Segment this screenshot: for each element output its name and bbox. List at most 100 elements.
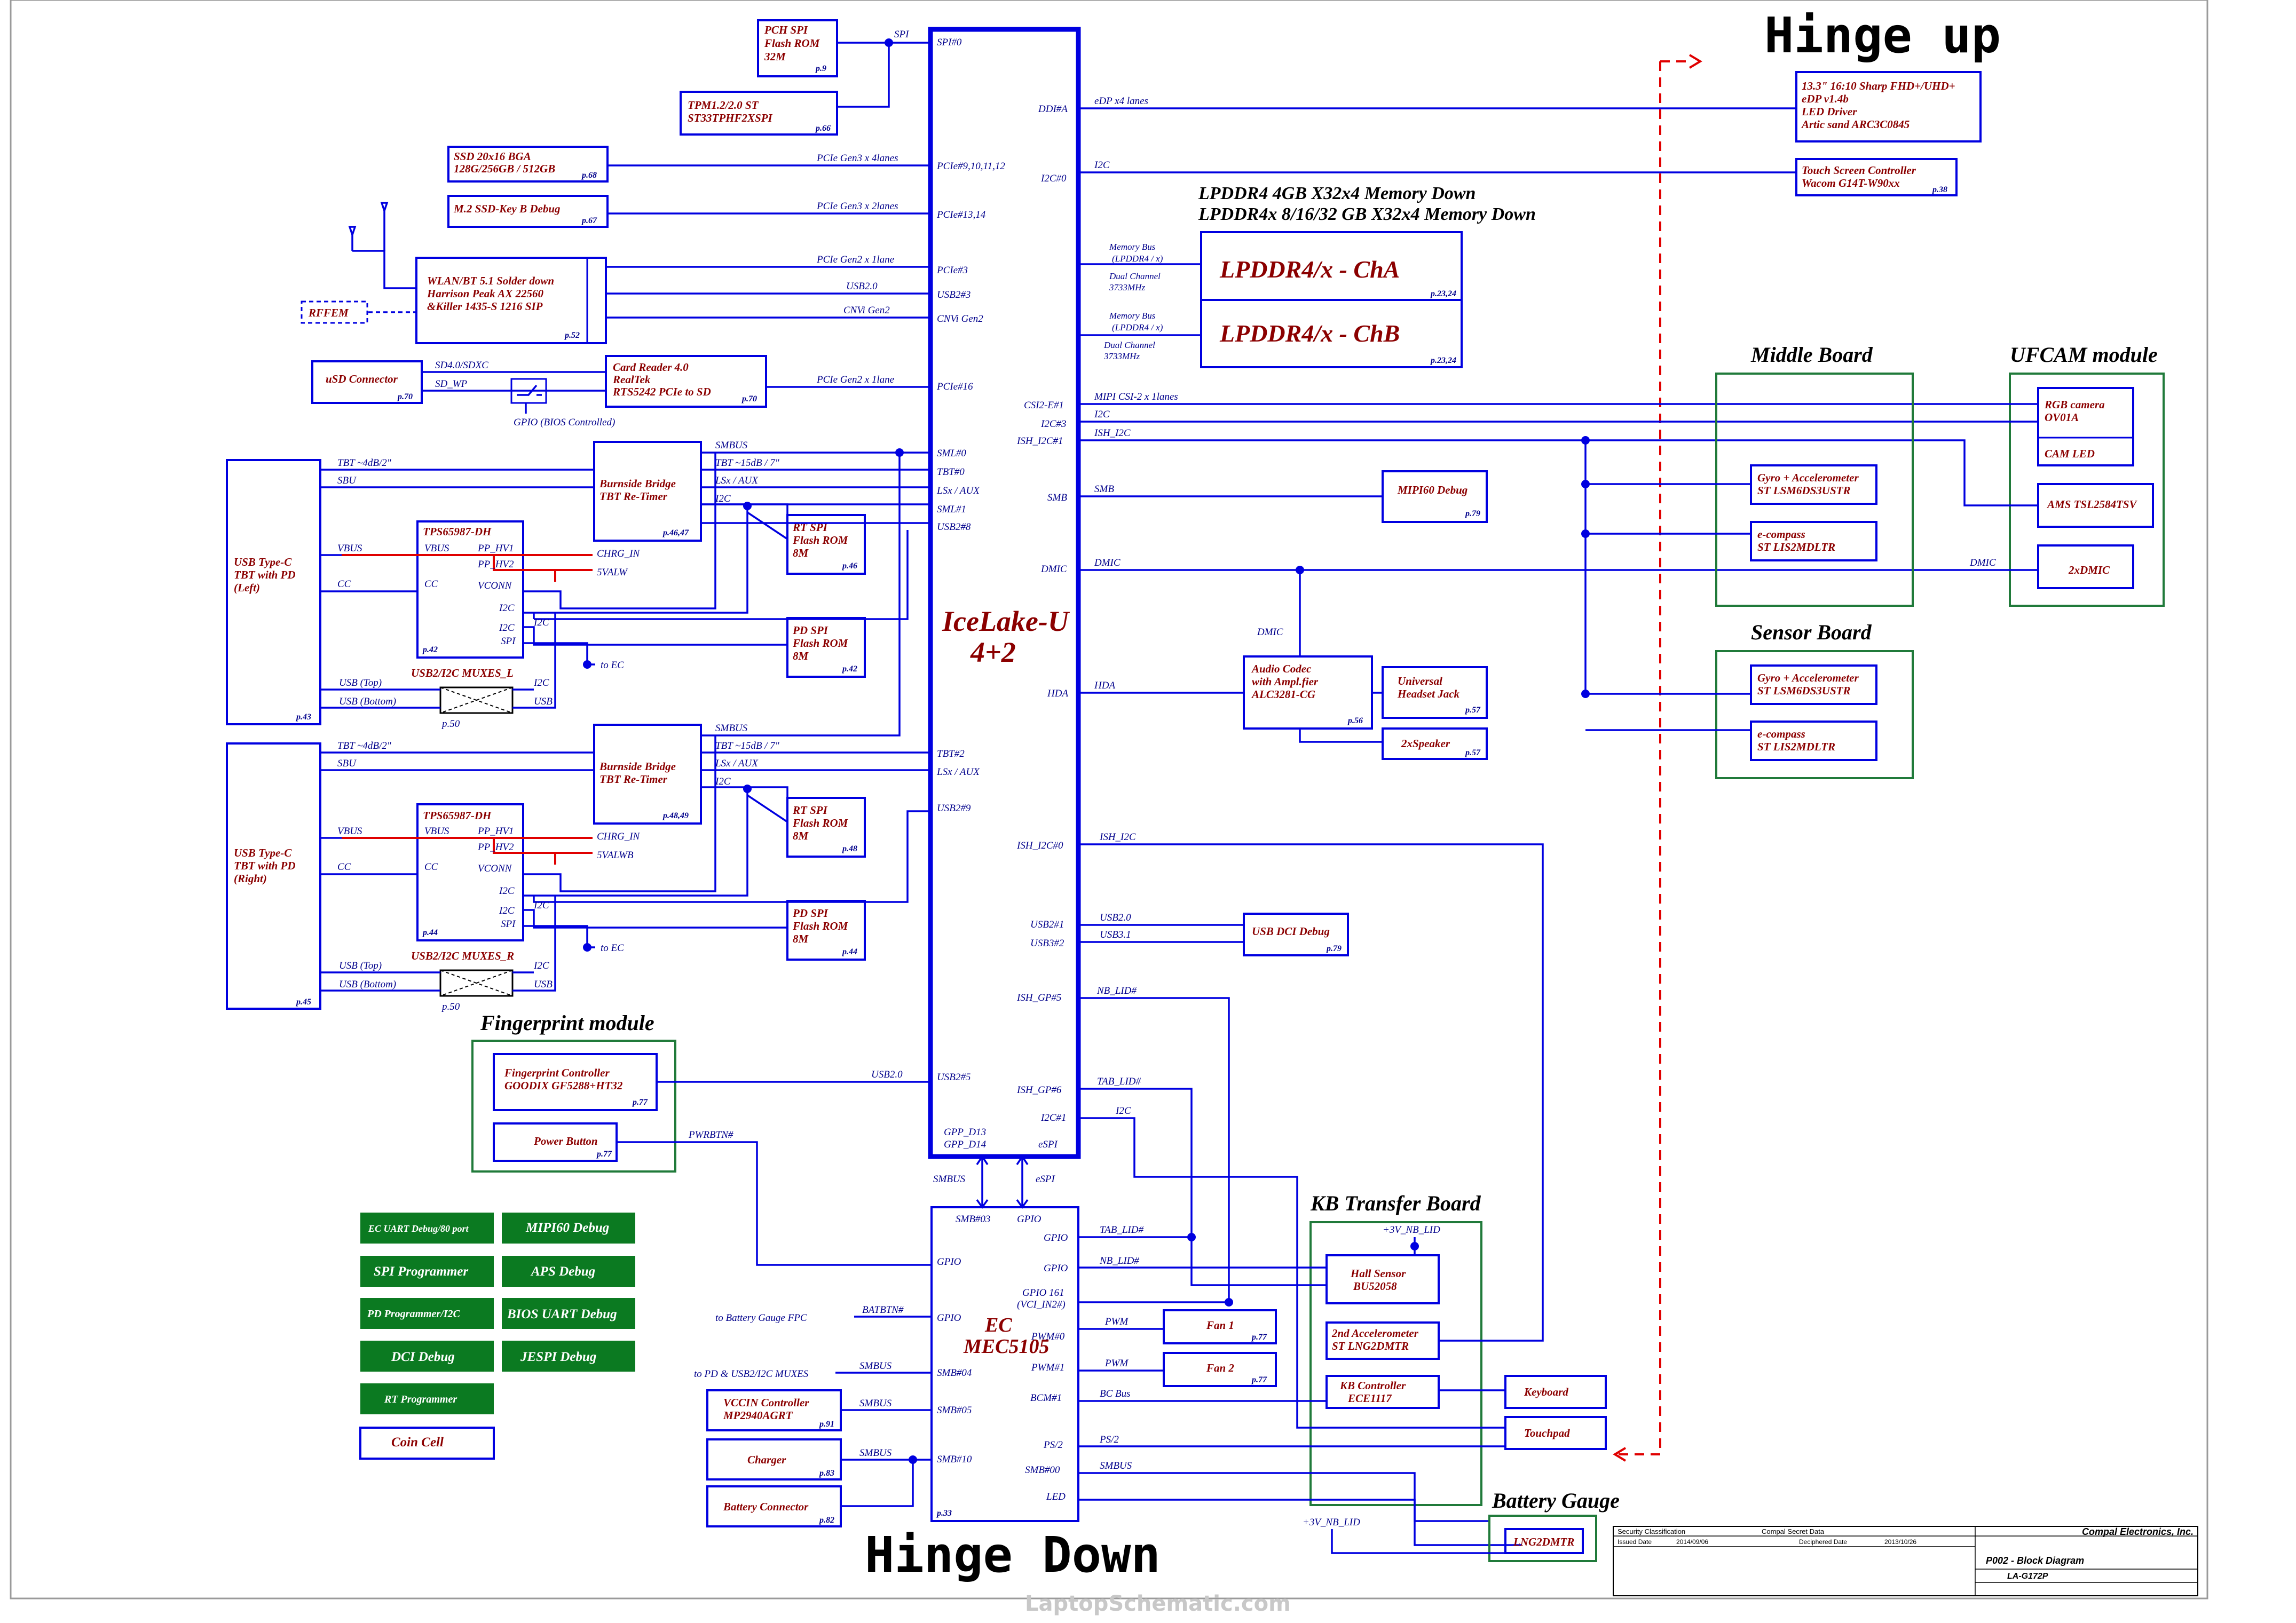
svg-text:p.82: p.82 — [818, 1516, 834, 1525]
debug-button-pd-programmer[interactable]: PD Programmer/I2C — [360, 1298, 494, 1329]
watermark: LaptopSchematic.com — [1025, 1592, 1291, 1616]
svg-text:VBUS: VBUS — [424, 826, 449, 837]
svg-text:USB: USB — [534, 979, 553, 990]
sig-smbus-chg: SMBUS — [859, 1447, 892, 1459]
debug-button-ec-uart[interactable]: EC UART Debug/80 port — [360, 1213, 494, 1244]
pin-usb2-1: USB2#1 — [1030, 919, 1064, 930]
svg-text:p.23,24: p.23,24 — [1430, 289, 1456, 298]
svg-text:TBT ~15dB / 7": TBT ~15dB / 7" — [715, 740, 780, 751]
svg-text:(Left): (Left) — [234, 581, 260, 594]
svg-text:CC: CC — [337, 579, 351, 590]
debug-button-jespi[interactable]: JESPI Debug — [502, 1341, 635, 1372]
svg-text:p.77: p.77 — [632, 1098, 648, 1107]
svg-text:SSD 20x16 BGA: SSD 20x16 BGA — [454, 150, 531, 163]
kb-controller-block: KB Controller ECE1117 — [1325, 1375, 1440, 1409]
pin-pcie3: PCIe#3 — [936, 265, 968, 276]
touchpad-block: Touchpad — [1504, 1416, 1607, 1450]
sig-ec-smbus: SMBUS — [933, 1174, 966, 1185]
tps-right-vbus-cc — [320, 837, 417, 875]
svg-text:USB Type-C: USB Type-C — [234, 846, 292, 859]
svg-text:I2C: I2C — [499, 905, 515, 916]
mipi60-debug-block: MIPI60 Debug p.79 — [1382, 470, 1488, 523]
tps-left-vbus-cc — [320, 554, 417, 592]
gpio-bios-label: GPIO (BIOS Controlled) — [514, 417, 615, 428]
svg-text:USB DCI Debug: USB DCI Debug — [1252, 925, 1330, 938]
svg-text:CAM LED: CAM LED — [2045, 447, 2095, 460]
sig-i2c-cam: I2C — [1094, 409, 1110, 420]
mux-left-wires — [320, 613, 556, 709]
pin-usb2-8: USB2#8 — [937, 521, 971, 533]
svg-text:ECE1117: ECE1117 — [1347, 1392, 1392, 1405]
sig-tab-lid: TAB_LID# — [1097, 1076, 1141, 1087]
typec-left-block: USB Type-C TBT with PD (Left) p.43 — [226, 459, 321, 725]
svg-text:PP_HV2: PP_HV2 — [477, 559, 514, 570]
to-pd-mux: to PD & USB2/I2C MUXES — [694, 1368, 809, 1380]
svg-text:Fan 2: Fan 2 — [1206, 1361, 1234, 1374]
svg-text:APS Debug: APS Debug — [530, 1264, 595, 1279]
sensor-gyro-block: Gyro + Accelerometer ST LSM6DS3USTR — [1750, 664, 1877, 705]
touch-controller-block: Touch Screen Controller Wacom G14T-W90xx… — [1795, 158, 1958, 196]
svg-text:e-compass: e-compass — [1757, 727, 1805, 740]
sig-sdxc: SD4.0/SDXC — [435, 360, 488, 371]
svg-text:2013/10/26: 2013/10/26 — [1884, 1538, 1916, 1546]
debug-button-bios-uart[interactable]: BIOS UART Debug — [502, 1298, 635, 1329]
svg-text:GPIO: GPIO — [1044, 1263, 1068, 1274]
pin-csi2: CSI2-E#1 — [1024, 400, 1064, 411]
sig-pcie-gen3x4: PCIe Gen3 x 4lanes — [816, 153, 898, 164]
soc-block — [928, 27, 1081, 1159]
debug-button-dci[interactable]: DCI Debug — [360, 1341, 494, 1372]
pin-gpp-d14: GPP_D14 — [944, 1139, 987, 1150]
sig-batbtn: BATBTN# — [862, 1304, 904, 1316]
cardreader-block: Card Reader 4.0 RealTek RTS5242 PCIe to … — [605, 355, 767, 408]
svg-text:GPIO: GPIO — [937, 1256, 961, 1268]
soc-ec-links — [981, 1157, 1023, 1207]
sig-cnvi: CNVi Gen2 — [843, 305, 890, 316]
svg-text:8M: 8M — [793, 650, 809, 662]
pin-usb3-2: USB3#2 — [1030, 938, 1064, 949]
svg-text:USB: USB — [534, 696, 553, 707]
debug-button-spi-programmer[interactable]: SPI Programmer — [360, 1256, 494, 1287]
sig-usb2-wlan: USB2.0 — [846, 281, 878, 292]
svg-text:p.44: p.44 — [422, 928, 438, 937]
debug-button-aps[interactable]: APS Debug — [502, 1256, 635, 1287]
junction-s1 — [1581, 436, 1590, 445]
display-block: 13.3" 16:10 Sharp FHD+/UHD+ eDP v1.4b LE… — [1795, 71, 1982, 142]
sig-pcie-gen2-wlan: PCIe Gen2 x 1lane — [816, 254, 894, 265]
svg-text:SPI: SPI — [501, 919, 516, 930]
svg-text:TPS65987-DH: TPS65987-DH — [423, 525, 492, 538]
svg-text:I2C: I2C — [499, 885, 515, 897]
svg-text:MIPI60 Debug: MIPI60 Debug — [1397, 484, 1467, 496]
memory-cha: LPDDR4/x - ChA — [1219, 256, 1400, 283]
debug-button-mipi60[interactable]: MIPI60 Debug — [502, 1213, 635, 1244]
sig-bcbus: BC Bus — [1100, 1388, 1131, 1399]
svg-text:USB (Top): USB (Top) — [339, 677, 382, 688]
display-wires — [1078, 107, 1796, 173]
svg-text:ST LIS2MDLTR: ST LIS2MDLTR — [1757, 740, 1835, 753]
svg-text:Flash ROM: Flash ROM — [792, 817, 849, 829]
svg-text:RTS5242 PCIe to SD: RTS5242 PCIe to SD — [612, 385, 711, 398]
svg-text:p.48: p.48 — [841, 844, 857, 853]
svg-text:5VALW: 5VALW — [597, 567, 628, 578]
middle-gyro-block: Gyro + Accelerometer ST LSM6DS3USTR — [1750, 464, 1877, 505]
svg-text:p.23,24: p.23,24 — [1430, 356, 1456, 365]
svg-text:p.77: p.77 — [1251, 1333, 1267, 1342]
spi-junction — [885, 38, 893, 47]
sig-pwm2: PWM — [1104, 1358, 1129, 1369]
svg-text:AMS TSL2584TSV: AMS TSL2584TSV — [2046, 498, 2137, 511]
sig-tab-lid-ec: TAB_LID# — [1100, 1224, 1143, 1236]
svg-text:CC: CC — [424, 579, 438, 590]
svg-text:p.52: p.52 — [564, 331, 580, 340]
svg-text:TBT ~4dB/2": TBT ~4dB/2" — [337, 457, 392, 469]
svg-text:p.68: p.68 — [581, 171, 597, 180]
svg-text:GPIO: GPIO — [1044, 1232, 1068, 1244]
sheet-border — [10, 0, 2208, 1600]
pin-ddia: DDI#A — [1038, 104, 1068, 115]
debug-button-rt-programmer[interactable]: RT Programmer — [360, 1383, 494, 1414]
svg-text:Touch Screen Controller: Touch Screen Controller — [1802, 164, 1916, 177]
burnside-left-block: Burnside Bridge TBT Re-Timer p.46,47 — [593, 441, 702, 542]
svg-text:p.9: p.9 — [815, 64, 826, 73]
soc-ec-arrows — [976, 1154, 1029, 1209]
svg-text:SMBUS: SMBUS — [715, 723, 748, 734]
svg-text:BIOS UART Debug: BIOS UART Debug — [507, 1307, 617, 1321]
